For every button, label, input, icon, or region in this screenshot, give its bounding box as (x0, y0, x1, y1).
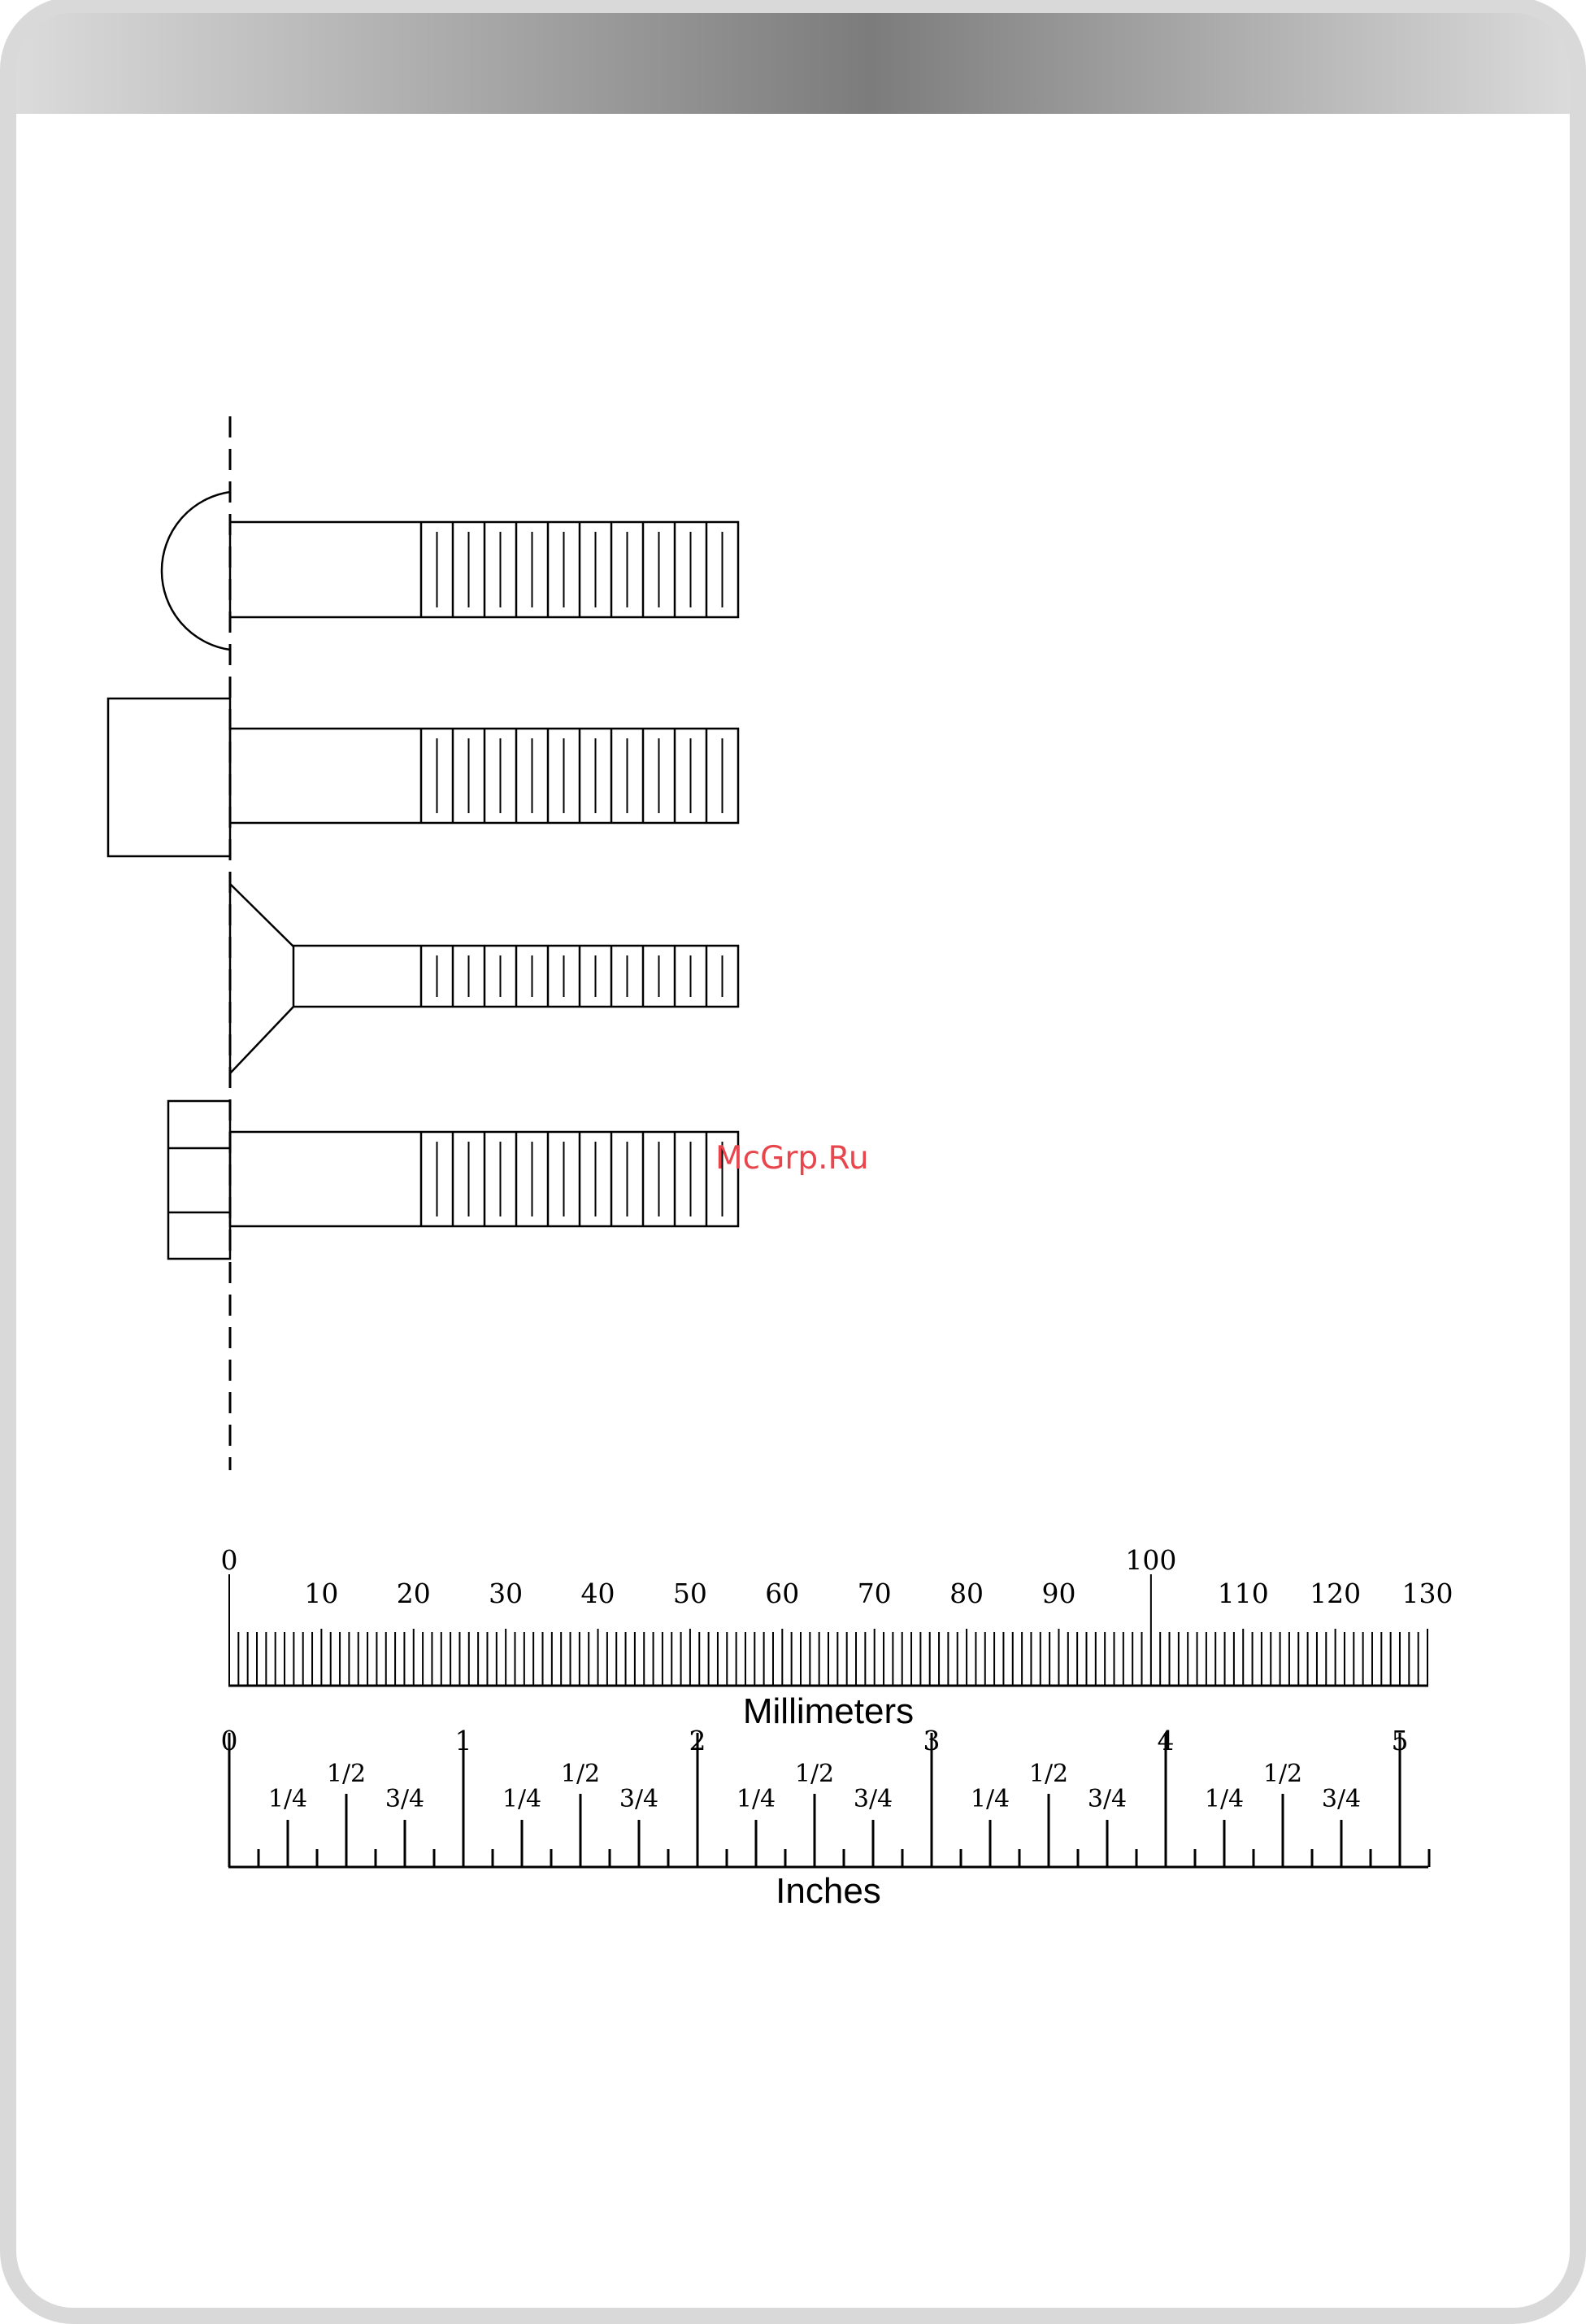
mm-tick-label: 70 (858, 1578, 892, 1609)
screw-shank (230, 1132, 738, 1226)
inch-fraction-label: 1/4 (268, 1785, 307, 1813)
inch-fraction-label: 1/4 (971, 1785, 1010, 1813)
inch-fraction-label: 3/4 (1322, 1785, 1361, 1813)
inch-fraction-label: 1/4 (1205, 1785, 1244, 1813)
inch-fraction-label: 1/4 (737, 1785, 776, 1813)
screw-hex-head (168, 1101, 738, 1259)
mm-tick-label: 40 (581, 1578, 615, 1609)
mm-tick-label: 120 (1310, 1578, 1361, 1609)
mm-tick-label: 130 (1402, 1578, 1453, 1609)
inch-fraction-label: 1/4 (502, 1785, 541, 1813)
screw-round-head (162, 492, 738, 650)
mm-tick-label: 90 (1041, 1578, 1075, 1609)
screw-templates (108, 492, 738, 1259)
mm-tick-label: 80 (949, 1578, 984, 1609)
inch-fraction-label: 3/4 (1088, 1785, 1127, 1813)
inch-major-label: 2 (689, 1725, 706, 1756)
inch-ruler-title: Inches (776, 1871, 881, 1911)
inch-major-label: 0 (221, 1725, 238, 1756)
mm-tick-label: 30 (489, 1578, 523, 1609)
mm-tick-label: 110 (1218, 1578, 1269, 1609)
hex-head-outline (168, 1101, 230, 1259)
screw-shank (230, 729, 738, 823)
inch-fraction-label: 1/2 (1029, 1760, 1068, 1788)
inch-ruler: 0 1 2 3 4 5 1/4 1/2 3/4 1/4 1/2 3/4 1/4 1/2 3/4 1/4 1/2 3… (221, 1725, 1430, 1911)
inch-major-label: 3 (923, 1725, 941, 1756)
mm-tick-label: 0 (221, 1544, 238, 1576)
mm-tick-label: 100 (1125, 1544, 1176, 1576)
mm-ruler-labels: 0 10 20 30 40 50 60 70 80 90 100 110 120 130 (221, 1544, 1453, 1609)
mm-tick-label: 20 (397, 1578, 431, 1609)
inch-fraction-label: 1/2 (795, 1760, 834, 1788)
millimeter-ruler: 0 10 20 30 40 50 60 70 80 90 100 110 120 130 Millimet… (221, 1544, 1453, 1731)
screw-cylinder-head (108, 699, 738, 856)
screw-shank (230, 522, 738, 617)
round-head-outline (162, 492, 230, 650)
inch-fraction-label: 1/2 (1263, 1760, 1302, 1788)
cylinder-head-outline (108, 699, 230, 856)
screw-countersunk-head (230, 884, 738, 1073)
inch-fraction-label: 3/4 (854, 1785, 893, 1813)
mm-tick-label: 10 (304, 1578, 338, 1609)
inch-fraction-label: 3/4 (385, 1785, 424, 1813)
mm-ruler-title: Millimeters (743, 1691, 914, 1731)
inch-major-label: 1 (455, 1725, 472, 1756)
inch-major-label: 4 (1158, 1725, 1175, 1756)
inch-fraction-label: 3/4 (619, 1785, 658, 1813)
inch-fraction-label: 1/2 (327, 1760, 366, 1788)
screw-shank (293, 946, 738, 1007)
mm-tick-label: 60 (765, 1578, 799, 1609)
countersunk-head-outline (230, 884, 293, 1073)
inch-major-label: 5 (1392, 1725, 1409, 1756)
watermark-text: McGrp.Ru (715, 1140, 878, 1177)
inch-fraction-label: 1/2 (561, 1760, 600, 1788)
mm-tick-label: 50 (673, 1578, 707, 1609)
